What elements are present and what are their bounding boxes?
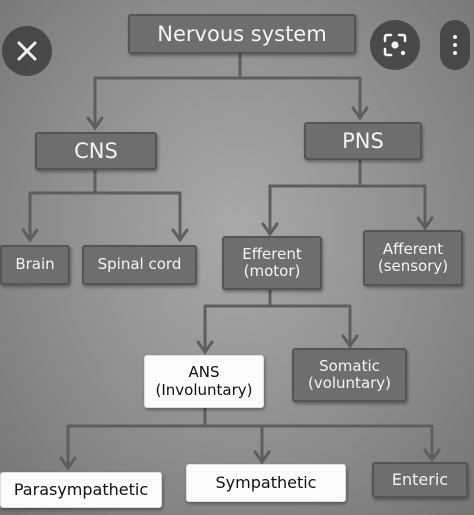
node-ans: ANS (Involuntary) (144, 355, 264, 408)
lens-icon (382, 32, 408, 58)
connector-efferent (203, 288, 352, 354)
node-brain: Brain (0, 245, 70, 285)
arrowhead-ans (196, 340, 214, 355)
connector-pns (268, 158, 427, 236)
node-cns: CNS (35, 132, 157, 170)
connector-root (93, 52, 362, 130)
arrowhead-pns (351, 106, 369, 121)
node-parasympathetic: Parasympathetic (0, 472, 162, 508)
node-spinal-cord: Spinal cord (82, 245, 197, 285)
more-vert-icon (453, 35, 457, 55)
node-afferent: Afferent (sensory) (363, 230, 463, 286)
arrowhead-enteric (423, 448, 441, 463)
arrowhead-somatic (341, 334, 359, 349)
more-options-button[interactable] (440, 20, 470, 70)
arrowhead-afferent (416, 216, 434, 231)
close-button[interactable] (2, 26, 52, 76)
arrowhead-sympathetic (253, 450, 271, 465)
close-icon (16, 40, 38, 62)
arrowhead-cns (86, 116, 104, 131)
arrowhead-spinal (171, 228, 189, 243)
connector-ans (66, 406, 434, 470)
connector-cns (28, 166, 182, 242)
node-enteric: Enteric (372, 462, 468, 498)
node-pns: PNS (304, 122, 422, 160)
node-sympathetic: Sympathetic (186, 464, 346, 502)
lens-button[interactable] (370, 20, 420, 70)
node-efferent: Efferent (motor) (222, 236, 322, 290)
arrowhead-brain (21, 228, 39, 243)
arrowhead-parasympathetic (59, 456, 77, 471)
arrowhead-efferent (261, 222, 279, 237)
node-nervous-system: Nervous system (128, 14, 356, 54)
node-somatic: Somatic (voluntary) (292, 348, 407, 402)
